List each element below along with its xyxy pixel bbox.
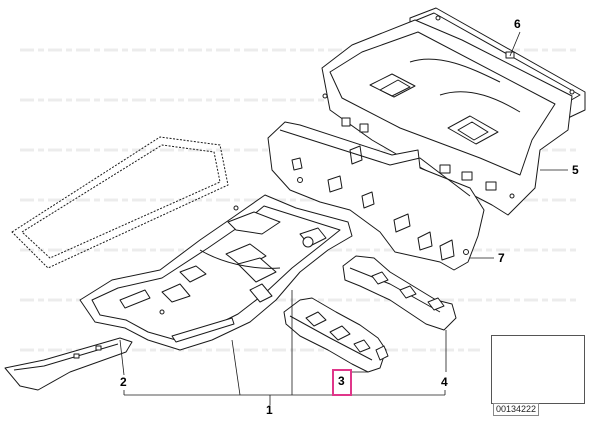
thumbnail-id-label: 00134222 [493, 403, 540, 416]
part-1-floor-pan[interactable] [79, 194, 353, 351]
part-7-heel-panel[interactable] [267, 121, 485, 271]
callout-3[interactable]: 3 [338, 374, 345, 388]
part-5-rear-floor[interactable] [321, 19, 573, 216]
callout-3-highlight[interactable] [332, 369, 352, 396]
callout-6[interactable]: 6 [514, 17, 521, 31]
leader-lines [119, 31, 568, 405]
part-4-side-bracket[interactable] [342, 255, 457, 331]
callout-1[interactable]: 1 [266, 403, 273, 417]
vehicle-thumbnail[interactable] [491, 335, 585, 404]
callout-2[interactable]: 2 [120, 375, 127, 389]
part-3-bracket[interactable] [283, 297, 389, 373]
callout-5[interactable]: 5 [572, 163, 579, 177]
part-2-reinforcement[interactable] [4, 337, 133, 391]
floor-mat[interactable] [11, 136, 229, 269]
callout-4[interactable]: 4 [441, 375, 448, 389]
callout-7[interactable]: 7 [498, 251, 505, 265]
